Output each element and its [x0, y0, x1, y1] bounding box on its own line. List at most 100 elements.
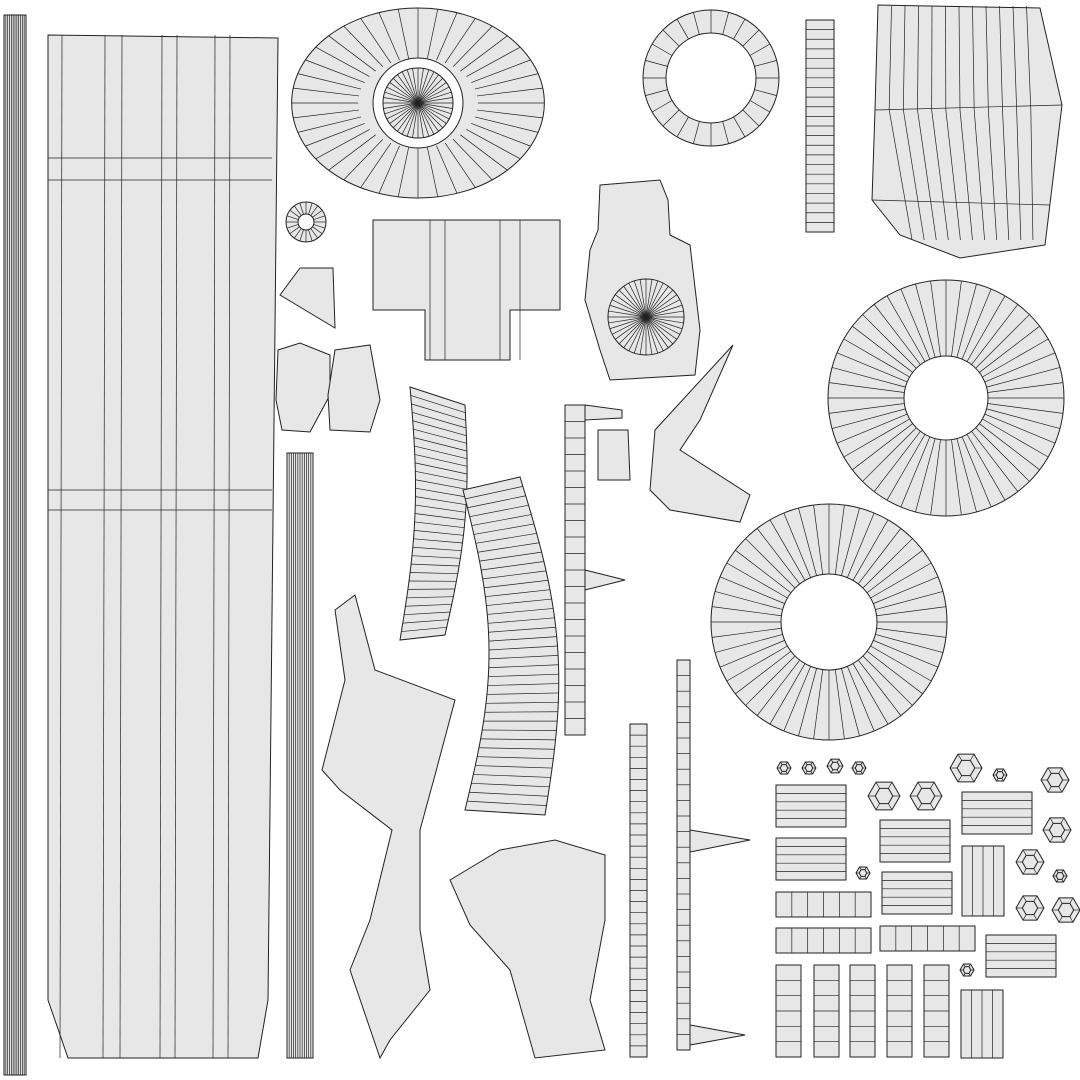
wire-edge	[1013, 6, 1017, 110]
wire-edge	[750, 44, 770, 56]
wire-edge	[901, 289, 930, 359]
wire-edge	[413, 103, 418, 138]
wire-edge	[969, 973, 971, 976]
wire-edge	[784, 513, 811, 578]
wire-edge	[329, 36, 376, 71]
wire-edge	[858, 660, 901, 716]
wire-edge	[473, 774, 550, 777]
figure-b	[328, 345, 380, 432]
wire-edge	[786, 762, 788, 765]
wire-edge	[964, 973, 966, 976]
wire-edge	[873, 640, 938, 667]
wire-edge	[469, 792, 548, 796]
wire-edge	[418, 103, 429, 136]
wire-edge	[957, 284, 977, 357]
wire-edge	[344, 139, 383, 179]
wire-edge	[398, 9, 408, 58]
wire-edge	[875, 634, 943, 652]
wire-edge	[979, 326, 1039, 372]
wire-edge	[972, 304, 1018, 364]
wire-edge	[806, 762, 808, 765]
wire-edge	[300, 203, 304, 214]
wire-edge	[298, 74, 361, 89]
wire-edge	[1003, 110, 1009, 240]
wire-edge	[835, 505, 844, 574]
wire-edge	[305, 123, 364, 146]
wire-edge	[415, 471, 467, 481]
wire-edge	[629, 283, 646, 317]
wire-edge	[988, 110, 996, 240]
wire-edge	[874, 431, 920, 491]
wire-edge	[612, 317, 646, 334]
curved-strip-a	[400, 387, 467, 640]
wire-edge	[414, 539, 463, 543]
wire-edge	[985, 353, 1055, 382]
wire-edge	[720, 577, 785, 604]
wire-edge	[413, 547, 462, 550]
wire-edge	[646, 317, 682, 329]
wire-edge	[489, 627, 556, 632]
wire-edge	[387, 87, 418, 103]
wire-edge	[287, 216, 298, 220]
wire-edge	[1057, 879, 1059, 882]
wire-edge	[475, 117, 538, 132]
wire-edge	[1061, 818, 1064, 823]
wire-edge	[781, 771, 783, 774]
wire-edge	[488, 674, 558, 677]
wire-edge	[415, 497, 466, 505]
wire-edge	[874, 304, 920, 364]
wire-edge	[875, 591, 943, 609]
wire-edge	[652, 101, 672, 113]
wire-edge	[402, 103, 418, 134]
wire-edge	[418, 103, 423, 138]
small-rect-island	[882, 872, 952, 914]
wire-edge	[610, 317, 646, 329]
wire-edge	[715, 591, 783, 609]
wire-edge	[887, 434, 925, 500]
wire-edge	[770, 520, 805, 581]
wire-edge	[837, 770, 839, 773]
wire-edge	[967, 296, 1005, 362]
wire-edge	[390, 82, 418, 103]
wire-edge	[958, 754, 962, 760]
wire-edge	[877, 628, 946, 637]
wire-edge	[1048, 768, 1051, 773]
wire-edge	[970, 776, 974, 782]
uv-islands	[4, 5, 1080, 1075]
wire-edge	[876, 804, 880, 810]
wire-edge	[312, 227, 322, 234]
small-rect-island	[962, 792, 1032, 834]
wire-edge	[811, 762, 813, 765]
wire-edge	[418, 75, 439, 103]
wire-edge	[453, 139, 492, 179]
wire-edge	[478, 543, 539, 553]
wire-edge	[361, 18, 391, 63]
wire-edge	[477, 110, 543, 118]
wire-edge	[294, 206, 301, 216]
wire-edge	[646, 317, 684, 323]
hex-island-inner	[996, 772, 1004, 779]
wire-edge	[344, 26, 383, 66]
wire-edge	[646, 295, 677, 317]
wire-edge	[418, 103, 434, 134]
hex-island-inner	[1049, 823, 1064, 836]
wire-edge	[311, 206, 318, 216]
wire-edge	[1062, 870, 1064, 873]
wire-edge	[876, 782, 880, 788]
wire-edge	[383, 103, 418, 108]
wire-edge	[985, 414, 1055, 443]
wire-edge	[1027, 6, 1031, 110]
wire-edge	[305, 60, 364, 83]
wire-edge	[951, 440, 961, 515]
wire-edge	[1031, 110, 1033, 240]
wire-edge	[471, 123, 530, 146]
wire-edge	[871, 646, 932, 681]
wire-edge	[379, 146, 400, 194]
wire-edge	[930, 804, 934, 810]
wire-edge	[445, 143, 475, 188]
wire-edge	[476, 533, 537, 543]
wire-edge	[293, 88, 359, 96]
wire-edge	[213, 35, 215, 1058]
wire-edge	[863, 539, 912, 588]
bolt-ring-hole	[666, 33, 756, 123]
